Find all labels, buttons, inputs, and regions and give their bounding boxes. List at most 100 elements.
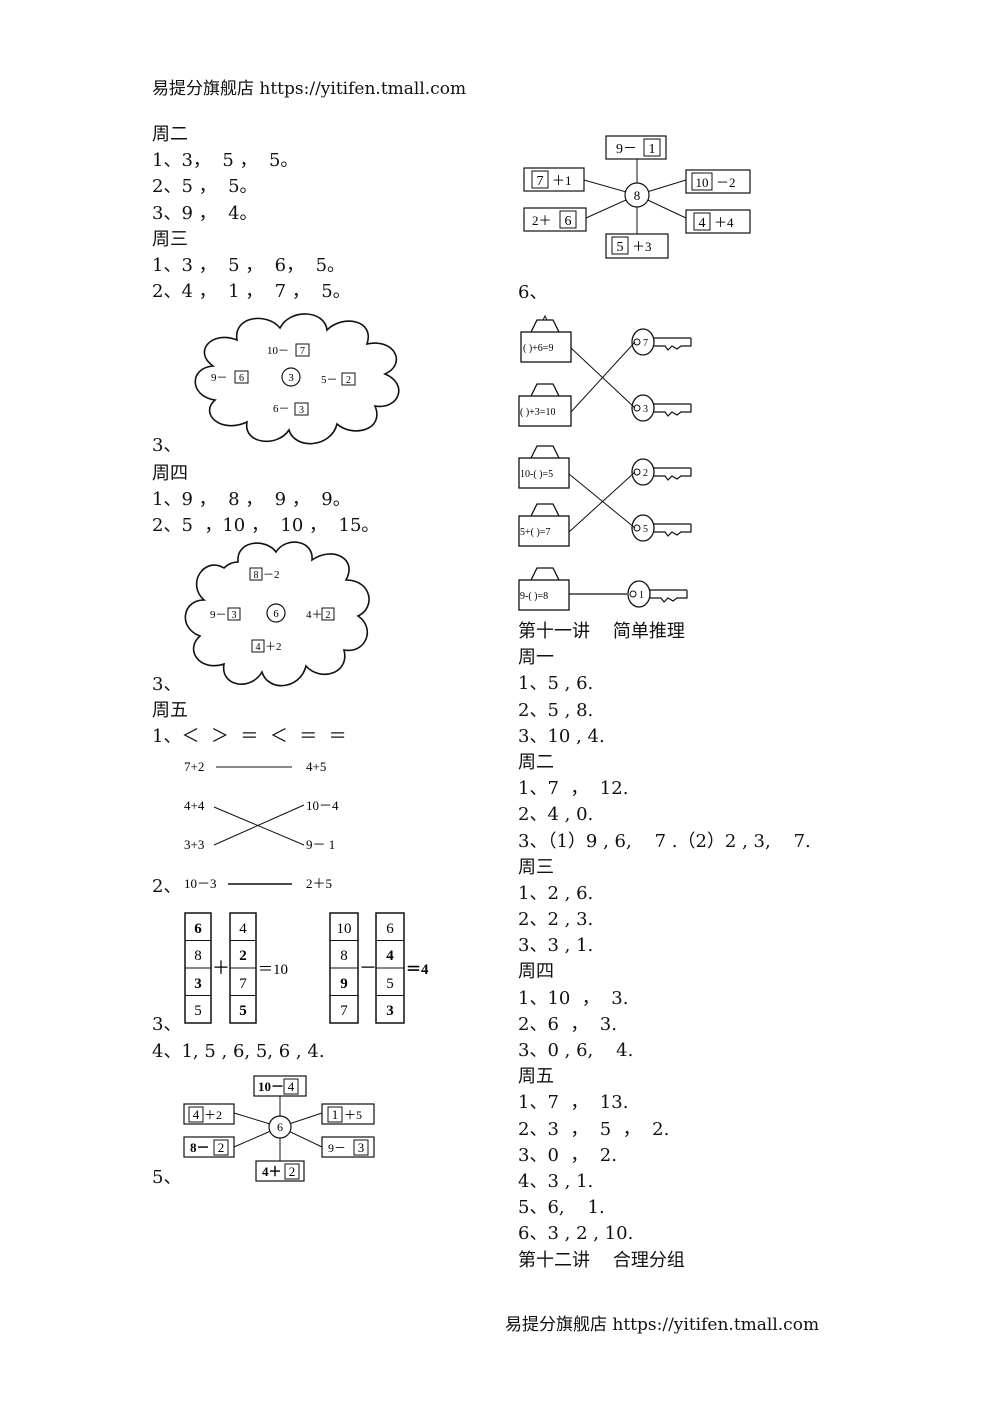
answer-line: 3、 (152, 674, 182, 695)
key-label: 1 (639, 590, 644, 601)
match-right: 10－4 (306, 798, 339, 813)
section-title: 周二 (152, 124, 188, 145)
star-node: ＋4 (714, 215, 734, 230)
answer-line: 5、 (152, 1167, 182, 1188)
column-cell: 3 (194, 976, 202, 992)
column-cell: 4 (239, 921, 247, 937)
flower-box: 2 (326, 610, 331, 621)
flower-petal-bottom: 6－ (273, 403, 290, 415)
section-title: 周四 (152, 463, 188, 484)
star-center: 8 (634, 188, 641, 203)
bag: 5+( )=7 (518, 503, 570, 547)
flower-box: 4 (256, 642, 261, 653)
answer-line: 1、5 , 6. (518, 673, 594, 695)
column-cell: 4 (386, 948, 394, 964)
answer-line: 6、3 , 2 , 10. (518, 1223, 634, 1245)
match-left: 10－3 (184, 876, 217, 891)
flower-petal-left: 9－ (211, 372, 228, 384)
answer-line: 2、4 , 0. (518, 804, 594, 826)
section-title: 周五 (518, 1066, 554, 1088)
matching-diagram: 7+2 4+5 4+4 10－4 3+3 9－ 1 10－3 2＋5 (184, 759, 339, 891)
star-diagram-6: 6 10－ 4 4 ＋2 1 ＋5 8－ 2 9－ 3 4＋ 2 (183, 1075, 375, 1182)
flower-diagram-1: 3 10－ 7 9－ 6 5－ 2 6－ 3 (194, 313, 400, 445)
answer-line: 2、5 ， 5。 (152, 176, 258, 198)
right-column: 第十一讲 简单推理 周一 1、5 , 6. 2、5 , 8. 3、10 , 4.… (518, 619, 811, 1274)
answer-line: 3、0 , 6, 4. (518, 1040, 634, 1061)
star-box: 1 (649, 142, 656, 157)
flower-box: 6 (239, 373, 244, 384)
answer-line: 1、7 ， 12. (518, 778, 629, 800)
star-node: 4＋ (262, 1164, 282, 1179)
match-left: 7+2 (184, 759, 204, 774)
equals-result: ＝10 (258, 962, 288, 978)
key-label: 7 (643, 338, 648, 349)
star-box: 10 (696, 175, 709, 190)
column-cell: 3 (386, 1003, 394, 1019)
flower-petal-top: －2 (263, 569, 280, 581)
key-label: 5 (643, 524, 648, 535)
key-icon: 1 (627, 580, 688, 608)
answer-line: 1、3 ， 5 ， 6， 5。 (152, 254, 346, 276)
star-node: ＋1 (552, 173, 572, 188)
bag-label: ( )+3=10 (520, 407, 555, 418)
column-puzzle: 6 8 3 5 ＋ 4 2 7 5 ＝10 10 8 9 7 － 6 4 5 3… (184, 912, 429, 1024)
column-cell: 6 (386, 921, 394, 937)
bag-label: 10-( )=5 (520, 469, 553, 480)
match-right: 9－ 1 (306, 837, 335, 852)
bag: ( )+3=10 (518, 383, 572, 427)
bag: ( )+6=9 (520, 314, 572, 363)
column-cell: 8 (340, 948, 348, 964)
column-1: 6 8 3 5 (184, 912, 212, 1024)
match-left: 3+3 (184, 837, 204, 852)
key-label: 2 (643, 468, 648, 479)
answer-line: 1、10 ， 3. (518, 987, 629, 1009)
answer-line: 3、9 ， 4。 (152, 202, 258, 224)
left-column: 周二 1、3， 5 ， 5。 2、5 ， 5。 3、9 ， 4。 周三 1、3 … (152, 122, 351, 305)
star-box: 4 (699, 216, 706, 231)
answer-line: 5、6, 1. (518, 1197, 605, 1219)
plus-sign: ＋ (212, 958, 230, 978)
star-node: 9－ (616, 142, 637, 157)
left-column-2: 周四 1、9 ， 8 ， 9 ， 9。 2、5 ，10 ， 10 ， 15。 (152, 461, 379, 540)
lecture-title: 第十一讲 简单推理 (518, 621, 685, 642)
answer-line: 2、5 ，10 ， 10 ， 15。 (152, 515, 380, 537)
column-2: 4 2 7 5 (229, 912, 257, 1024)
star-node: 10－ (258, 1079, 284, 1094)
star-box: 5 (617, 240, 624, 255)
minus-sign: － (359, 958, 377, 978)
answer-line: 2、6 ， 3. (518, 1013, 617, 1035)
star-box: 2 (289, 1164, 296, 1179)
section-title: 周三 (518, 856, 554, 878)
column-cell: 8 (194, 948, 202, 964)
star-box: 4 (288, 1079, 295, 1094)
answer-line: 4、1, 5 , 6, 5, 6 , 4. (152, 1041, 325, 1062)
star-node: 8－ (190, 1140, 210, 1155)
flower-box: 2 (346, 375, 351, 386)
flower-box: 8 (254, 570, 259, 581)
answer-line: 6、 (518, 282, 548, 303)
column-cell: 7 (239, 976, 247, 992)
answer-line: 3、 (152, 435, 182, 456)
answer-line: 2、2 , 3. (518, 909, 594, 931)
key-label: 3 (643, 404, 648, 415)
bag: 10-( )=5 (518, 445, 570, 489)
flower-box: 3 (299, 405, 304, 416)
flower-petal-right: 4＋ (306, 609, 323, 621)
star-box: 1 (332, 1107, 339, 1122)
key-icon: 3 (631, 394, 692, 422)
column-cell: 5 (239, 1003, 247, 1019)
column-cell: 2 (239, 948, 247, 964)
answer-line: 3、 (152, 1014, 182, 1035)
match-left: 4+4 (184, 798, 205, 813)
bag-label: 9-( )=8 (520, 591, 548, 602)
answer-line: 1、9 ， 8 ， 9 ， 9。 (152, 489, 351, 511)
star-box: 6 (565, 214, 572, 229)
star-box: 2 (218, 1140, 225, 1155)
answer-line: 1、＜ ＞ ＝ ＜ ＝ ＝ (152, 726, 347, 748)
star-center: 6 (277, 1120, 283, 1134)
section-title: 周四 (518, 961, 554, 983)
lecture-title: 第十二讲 合理分组 (518, 1249, 685, 1271)
column-cell: 5 (386, 976, 394, 992)
answer-line: 3、10 , 4. (518, 725, 605, 747)
answer-line: 3、0 ， 2. (518, 1144, 617, 1166)
